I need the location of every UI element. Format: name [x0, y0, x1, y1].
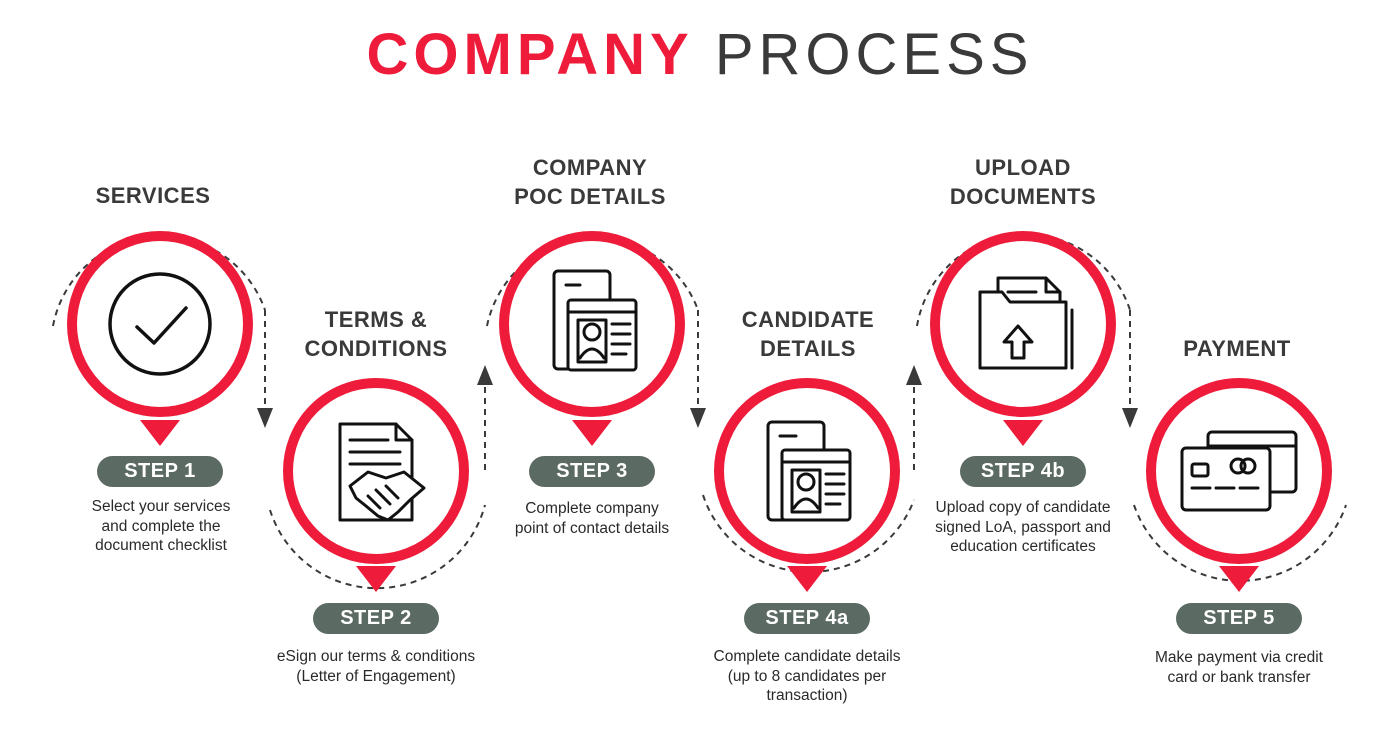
- step-5-badge: STEP 5: [1176, 603, 1302, 634]
- description-line: and complete the: [101, 517, 221, 535]
- credit-card-icon: [1180, 430, 1298, 512]
- upload-folder-icon: [978, 276, 1074, 370]
- heading-line: UPLOAD: [975, 155, 1071, 180]
- step-3-badge: STEP 3: [529, 456, 655, 487]
- heading-line: CONDITIONS: [304, 336, 448, 361]
- heading-line: CANDIDATE: [741, 307, 875, 332]
- description-line: Complete company: [525, 500, 659, 517]
- step-2-heading: TERMS & CONDITIONS: [246, 305, 506, 363]
- title-part-2: PROCESS: [714, 22, 1034, 87]
- heading-line: PAYMENT: [1183, 336, 1291, 361]
- step-1-heading: SERVICES: [23, 181, 283, 210]
- step-2-pin: [283, 378, 469, 592]
- description-line: (Letter of Engagement): [296, 667, 456, 685]
- description-line: transaction): [766, 687, 848, 704]
- candidate-profile-icon: [766, 420, 852, 522]
- step-1-description: Select your services and complete the do…: [36, 497, 286, 556]
- contact-profile-icon: [552, 269, 638, 372]
- description-line: eSign our terms & conditions: [276, 648, 476, 665]
- step-4a-heading: CANDIDATE DETAILS: [678, 305, 938, 363]
- step-1-pin: [67, 231, 253, 446]
- check-circle-icon: [108, 272, 212, 376]
- heading-line: DETAILS: [760, 336, 856, 361]
- step-4b-description: Upload copy of candidate signed LoA, pas…: [898, 498, 1148, 557]
- description-line: point of contact details: [514, 519, 670, 537]
- handshake-document-icon: [338, 422, 426, 522]
- heading-line: COMPANY: [532, 155, 648, 180]
- step-3-heading: COMPANY POC DETAILS: [460, 153, 720, 211]
- step-1-badge: STEP 1: [97, 456, 223, 487]
- description-line: Complete candidate details: [713, 648, 901, 665]
- step-5-heading: PAYMENT: [1107, 334, 1367, 363]
- step-4a-badge: STEP 4a: [744, 603, 870, 634]
- step-2-badge: STEP 2: [313, 603, 439, 634]
- heading-line: SERVICES: [95, 183, 211, 208]
- description-line: (up to 8 candidates per: [727, 667, 887, 685]
- description-line: Select your services: [91, 498, 231, 515]
- description-line: Upload copy of candidate: [935, 499, 1111, 516]
- description-line: Make payment via credit: [1155, 649, 1323, 666]
- description-line: signed LoA, passport and: [935, 518, 1111, 536]
- description-line: document checklist: [95, 537, 227, 554]
- step-5-description: Make payment via credit card or bank tra…: [1114, 648, 1364, 687]
- step-4b-badge: STEP 4b: [960, 456, 1086, 487]
- step-4b-heading: UPLOAD DOCUMENTS: [893, 153, 1153, 211]
- heading-line: TERMS &: [324, 307, 428, 332]
- connector-arc-2: [269, 504, 486, 590]
- step-2-description: eSign our terms & conditions (Letter of …: [236, 647, 516, 686]
- title-part-1: COMPANY: [366, 22, 694, 87]
- step-4a-description: Complete candidate details (up to 8 cand…: [682, 647, 932, 706]
- heading-line: POC DETAILS: [514, 184, 666, 209]
- heading-line: DOCUMENTS: [949, 184, 1097, 209]
- connector-arc-3: [486, 237, 699, 327]
- page-title: COMPANY PROCESS: [0, 20, 1400, 90]
- description-line: card or bank transfer: [1167, 668, 1311, 686]
- step-3-description: Complete company point of contact detail…: [467, 499, 717, 538]
- description-line: education certificates: [950, 538, 1096, 555]
